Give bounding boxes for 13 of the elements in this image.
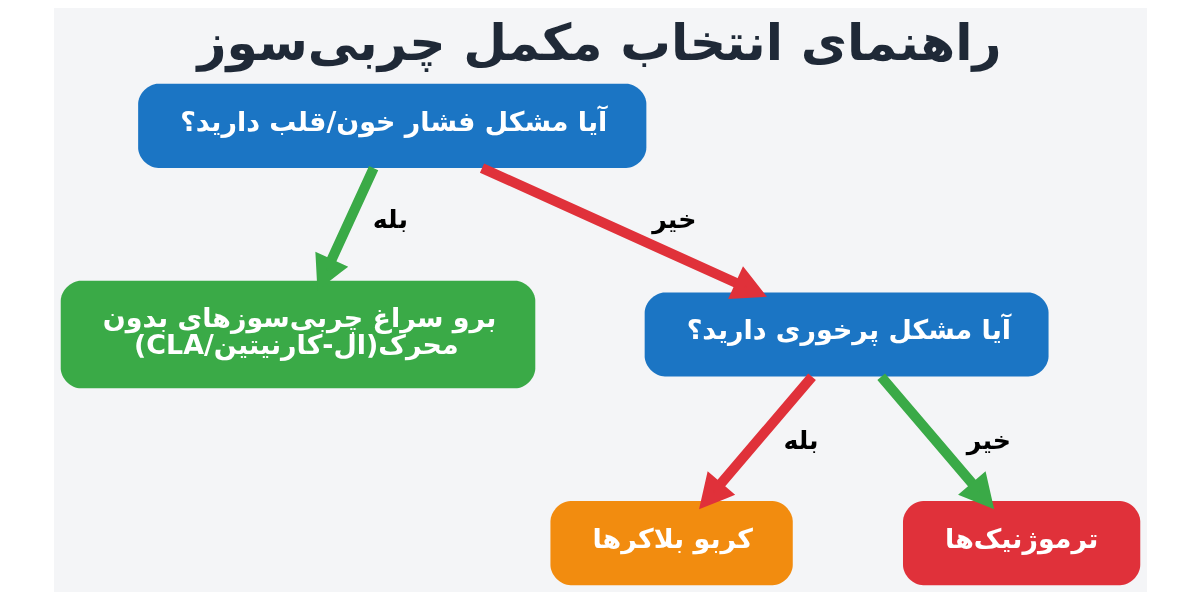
node-box: کربو بلاکرها	[549, 501, 793, 586]
node-box: آیا مشکل فشار خون/قلب دارید؟	[137, 83, 646, 168]
arrow	[698, 373, 816, 510]
edge-label: خیر	[651, 205, 696, 235]
diagram-title: راهنمای انتخاب مکمل چربی‌سوز	[196, 13, 1002, 73]
node-box: ترموژنیک‌ها	[902, 501, 1140, 586]
edge-label: بله	[782, 425, 819, 455]
arrow	[876, 373, 994, 510]
node-box: آیا مشکل پرخوری دارید؟	[644, 292, 1049, 377]
node-box: برو سراغ چربی‌سوزهای بدون محرک(ال-کارنیتین/CLA)	[60, 280, 535, 389]
arrow	[479, 163, 767, 300]
edge-label: بله	[372, 205, 408, 235]
edge-label: خیر	[966, 425, 1011, 455]
